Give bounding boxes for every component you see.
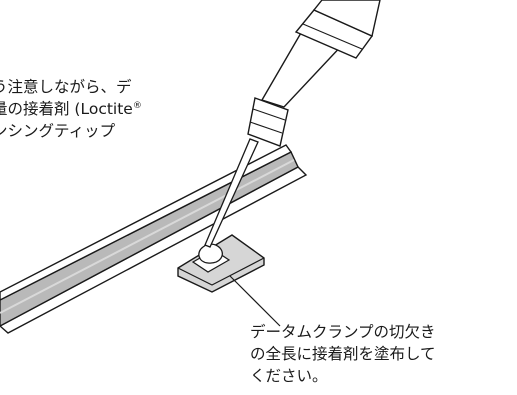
callout-top-line-3: ンシングティップ — [0, 122, 116, 140]
callout-top: う注意しながら、デ 量の接着剤 (Loctite® ンシングティップ — [0, 76, 142, 142]
callout-bottom-line-2: の全長に接着剤を塗布して — [250, 345, 436, 363]
registered-mark: ® — [132, 101, 142, 111]
dispensing-tip-icon — [204, 0, 381, 248]
callout-bottom: データムクランプの切欠き の全長に接着剤を塗布して ください。 — [250, 321, 436, 387]
callout-bottom-line-3: ください。 — [250, 367, 328, 385]
callout-top-line-2-text: 量の接着剤 (Loctite — [0, 100, 133, 118]
datum-clamp-icon — [177, 234, 265, 293]
leader-line — [229, 275, 281, 327]
strip-icon — [0, 144, 308, 334]
callout-bottom-line-1: データムクランプの切欠き — [250, 323, 436, 341]
callout-top-line-1: う注意しながら、デ — [0, 78, 132, 96]
callout-top-line-2: 量の接着剤 (Loctite® — [0, 98, 142, 120]
